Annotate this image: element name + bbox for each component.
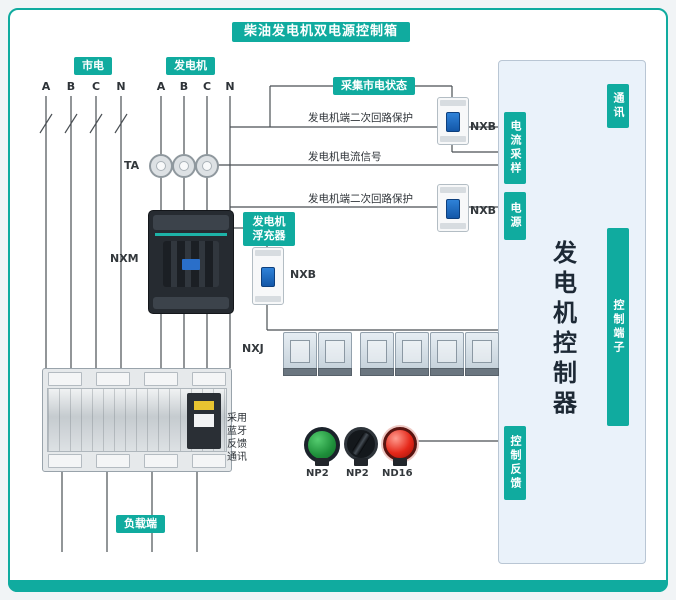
gen-phase-a: A [156, 80, 166, 93]
nxm-display-chip [182, 259, 200, 270]
relay-window [472, 340, 492, 363]
nxb-terminal [255, 250, 281, 256]
nxj-relay [465, 332, 499, 376]
ats-top-terminals [48, 372, 226, 386]
controller-title: 发电机控制器 [548, 239, 577, 420]
nxb-terminal [440, 223, 466, 229]
nxb-terminal [255, 296, 281, 302]
terminal-block [48, 372, 82, 386]
controller-power-tag: 电源 [504, 192, 526, 240]
relay-base [318, 368, 352, 376]
terminal-block [96, 372, 130, 386]
terminal-block [192, 454, 226, 468]
ats-bottom-terminals [48, 454, 226, 468]
relay-base [430, 368, 464, 376]
mains-phase-c: C [91, 80, 101, 93]
np2-selector-base [354, 458, 368, 466]
nxb-terminal [440, 136, 466, 142]
nxm-molded-case-breaker [148, 210, 234, 314]
ats-transfer-switch [42, 368, 232, 472]
nxb-breaker-charger [252, 247, 284, 305]
relay-base [465, 368, 499, 376]
nxb-breaker-mains [437, 97, 469, 145]
relay-window [367, 340, 387, 363]
gen-phase-n: N [225, 80, 235, 93]
bottom-accent-bar [8, 580, 668, 592]
nxm-bottom-band [153, 297, 229, 309]
terminal-block [192, 372, 226, 386]
nd16-indicator-base [393, 458, 407, 466]
ta-current-transformers [149, 154, 219, 178]
selector-handle [351, 431, 371, 457]
gen-phase-b: B [179, 80, 189, 93]
nxj-relay [395, 332, 429, 376]
float-charger-label: 发电机 浮充器 [243, 212, 295, 246]
nxb-charger-label: NXB [290, 268, 317, 281]
nxj-relay [283, 332, 317, 376]
relay-window [437, 340, 457, 363]
ta-label: TA [124, 159, 140, 172]
nxb-lever [446, 199, 460, 219]
terminal-block [48, 454, 82, 468]
controller-comm-tag: 通讯 [607, 84, 629, 128]
nxb-terminal [440, 100, 466, 106]
nxb-gen-label: NXB [470, 204, 497, 217]
terminal-block [144, 454, 178, 468]
mains-phase-a: A [41, 80, 51, 93]
nd16-indicator-red [383, 427, 417, 461]
gen-secondary-protection-text-2: 发电机端二次回路保护 [308, 193, 413, 205]
terminal-block [144, 372, 178, 386]
nxm-top-band [153, 215, 229, 230]
relay-base [283, 368, 317, 376]
np2-label-2: NP2 [346, 468, 369, 479]
nxb-lever [446, 112, 460, 132]
np2-pushbutton-base [315, 458, 329, 466]
relay-window [325, 340, 345, 363]
controller-terminals-tag: 控制端子 [607, 228, 629, 426]
nxb-lever [261, 267, 275, 287]
mains-label: 市电 [74, 57, 112, 75]
relay-base [395, 368, 429, 376]
gen-phase-c: C [202, 80, 212, 93]
nxj-label: NXJ [242, 342, 264, 355]
relay-window [290, 340, 310, 363]
nxm-accent-stripe [155, 233, 227, 236]
ats-feedback-note: 采用 蓝牙 反馈 通讯 [227, 413, 247, 463]
terminal-block [96, 454, 130, 468]
controller-current-sampling-tag: 电流采样 [504, 112, 526, 184]
mains-phase-b: B [66, 80, 76, 93]
collect-mains-status-label: 采集市电状态 [333, 77, 415, 95]
ats-nameplate [194, 414, 214, 427]
nxb-mains-label: NXB [470, 120, 497, 133]
np2-selector-switch [344, 427, 378, 461]
gen-secondary-protection-text-1: 发电机端二次回路保护 [308, 112, 413, 124]
controller-feedback-tag: 控制反馈 [504, 426, 526, 500]
load-side-label: 负载端 [116, 515, 165, 533]
relay-base [360, 368, 394, 376]
nxb-breaker-gen [437, 184, 469, 232]
ats-control-module [187, 393, 221, 449]
mains-phase-n: N [116, 80, 126, 93]
nxj-relay [318, 332, 352, 376]
nd16-label: ND16 [382, 468, 413, 479]
gen-current-signal-text: 发电机电流信号 [308, 151, 382, 163]
relay-window [402, 340, 422, 363]
generator-label: 发电机 [166, 57, 215, 75]
ats-warning-sticker [194, 401, 214, 410]
nxm-label: NXM [110, 252, 139, 265]
nxj-relay [360, 332, 394, 376]
nxb-terminal [440, 187, 466, 193]
diagram-title: 柴油发电机双电源控制箱 [232, 22, 411, 42]
np2-label-1: NP2 [306, 468, 329, 479]
nxj-relay [430, 332, 464, 376]
